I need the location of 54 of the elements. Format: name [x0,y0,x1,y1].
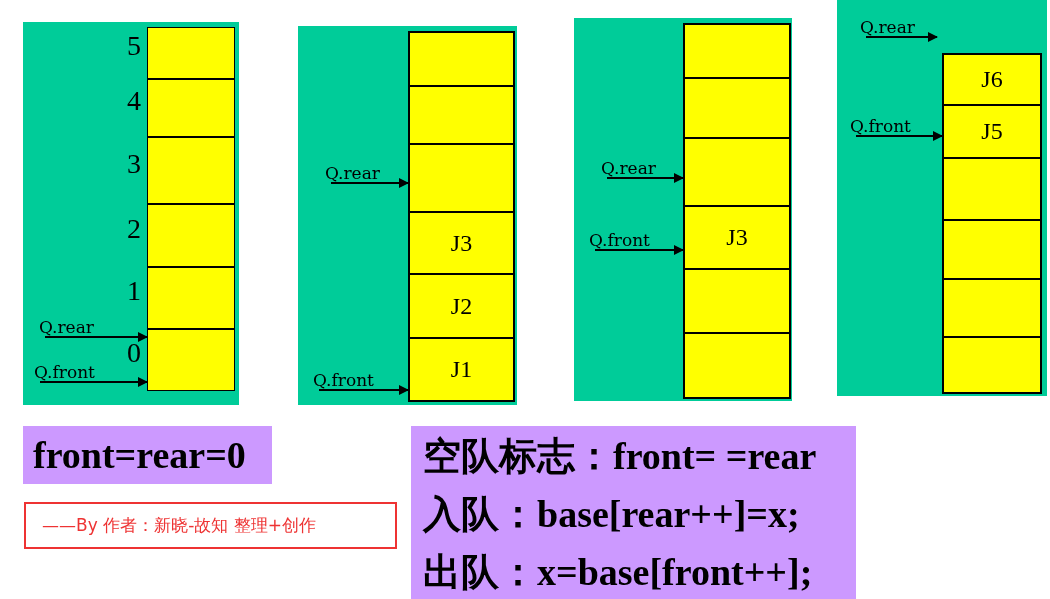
pointer-label: Q.front [313,370,408,390]
queue-cell [147,267,235,329]
queue-cell [942,157,1042,221]
queue-cell [147,329,235,391]
queue-cell [408,143,515,213]
index-number: 1 [126,276,141,306]
queue-cell [408,85,515,145]
queue-cell: J1 [408,337,515,402]
queue-cell: J6 [942,53,1042,106]
index-number: 4 [126,86,141,116]
queue-cell [147,27,235,79]
queue-cell: J3 [683,205,791,270]
index-number: 2 [126,213,141,244]
queue-cell [408,31,515,87]
pointer-arrow [606,173,684,183]
queue-cell [683,268,791,334]
queue-panel [298,26,517,405]
queue-panel [837,0,1047,396]
operation-line: 空队标志：front= =rear [423,434,817,478]
queue-cell [942,336,1042,394]
pointer-label: Q.rear [860,17,950,37]
credit-note: ——By 作者：新晓-故知 整理+创作 [24,502,397,549]
queue-cell [147,204,235,267]
pointer-label: Q.rear [601,158,691,178]
pointer-arrow [39,377,148,387]
pointer-label: Q.front [850,116,945,136]
queue-cell [942,278,1042,338]
formula-box: front=rear=0 [23,426,272,484]
queue-cell [683,137,791,207]
queue-panel [23,22,239,405]
pointer-arrow [330,178,409,188]
pointer-arrow [44,332,148,342]
queue-cell [683,77,791,139]
index-number: 5 [126,31,141,61]
index-number: 3 [126,148,141,179]
operations-panel [411,426,856,599]
queue-cell: J3 [408,211,515,275]
queue-cell: J2 [408,273,515,339]
queue-cell [942,219,1042,280]
pointer-arrow [318,385,409,395]
queue-cell [147,79,235,137]
queue-cell: J5 [942,104,1042,159]
queue-cell [683,332,791,399]
pointer-arrow [594,245,684,255]
pointer-arrow [865,32,938,42]
pointer-label: Q.rear [325,163,415,183]
queue-cell [683,23,791,79]
queue-panel [574,18,792,401]
pointer-label: Q.front [589,230,684,250]
operation-line: 入队：base[rear++]=x; [423,492,800,536]
pointer-label: Q.rear [39,317,129,337]
operation-line: 出队：x=base[front++]; [423,550,813,594]
queue-cell [147,137,235,204]
pointer-arrow [855,131,943,141]
